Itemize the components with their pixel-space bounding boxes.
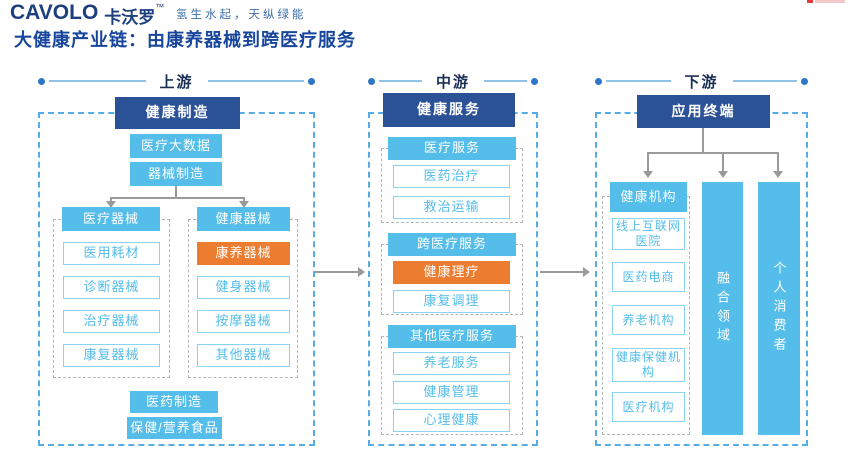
node-diagnostic-devices: 诊断器械 xyxy=(63,276,160,299)
node-elderly-services: 养老服务 xyxy=(393,352,510,375)
connector-line xyxy=(777,152,779,172)
node-health-food: 保健/营养食品 xyxy=(127,417,222,439)
node-medical-big-data: 医疗大数据 xyxy=(130,134,222,158)
connector-line xyxy=(315,271,358,273)
corner-mark xyxy=(807,0,845,3)
midstream-label-row: 中游 xyxy=(368,73,539,91)
node-online-hospital: 线上互联网医院 xyxy=(612,218,685,250)
connector-line xyxy=(243,197,245,203)
connector-line xyxy=(110,197,112,203)
tagline: 氢生水起，天纵绿能 xyxy=(176,9,307,21)
divider xyxy=(732,80,798,82)
arrow-down-icon xyxy=(239,201,249,208)
dot-icon xyxy=(801,77,809,85)
downstream-header: 应用终端 xyxy=(637,95,770,128)
dot-icon xyxy=(368,77,375,85)
midstream-header: 健康服务 xyxy=(383,93,515,127)
dot-icon xyxy=(531,77,539,85)
dot-icon xyxy=(595,77,602,85)
upstream-label: 上游 xyxy=(159,73,194,91)
arrow-right-icon xyxy=(358,267,365,277)
node-health-management: 健康管理 xyxy=(393,381,510,404)
upstream-header: 健康制造 xyxy=(115,97,240,129)
divider xyxy=(606,80,671,82)
node-fitness-devices: 健身器械 xyxy=(197,276,290,299)
bar-integrated-fields-label: 融合领域 xyxy=(715,270,730,347)
connector-line xyxy=(110,197,245,199)
upstream-label-row: 上游 xyxy=(38,73,316,91)
dot-icon xyxy=(38,77,45,85)
node-treatment-devices: 治疗器械 xyxy=(63,310,160,333)
downstream-label: 下游 xyxy=(684,73,719,91)
node-device-manufacturing: 器械制造 xyxy=(130,162,222,186)
upstream-right-header: 健康器械 xyxy=(197,207,290,231)
group-medical-services-header: 医疗服务 xyxy=(388,137,516,160)
connector-line xyxy=(175,186,177,197)
node-rehab-devices: 康复器械 xyxy=(63,344,160,367)
arrow-down-icon xyxy=(643,171,653,178)
node-medical-institutions: 医疗机构 xyxy=(612,392,685,422)
org-header: 健康机构 xyxy=(610,182,687,212)
bar-individual-consumers: 个人消费者 xyxy=(758,182,800,435)
node-pharma-ecommerce: 医药电商 xyxy=(612,262,685,292)
arrow-down-icon xyxy=(773,171,783,178)
divider xyxy=(49,80,146,82)
divider xyxy=(207,80,305,82)
arrow-down-icon xyxy=(718,171,728,178)
node-massage-devices: 按摩器械 xyxy=(197,310,290,333)
downstream-label-row: 下游 xyxy=(595,73,809,91)
node-health-therapy-highlight: 健康理疗 xyxy=(393,261,510,284)
node-elderly-institutions: 养老机构 xyxy=(612,305,685,335)
connector-line xyxy=(647,152,779,154)
divider xyxy=(379,80,422,82)
connector-line xyxy=(647,152,649,172)
node-mental-health: 心理健康 xyxy=(393,409,510,432)
node-medical-consumables: 医用耗材 xyxy=(63,242,160,265)
logo-wordmark: CAVOLO xyxy=(10,1,99,24)
node-medical-treatment: 医药治疗 xyxy=(393,165,510,188)
group-cross-medical-header: 跨医疗服务 xyxy=(388,233,516,256)
connector-line xyxy=(702,128,704,153)
arrow-down-icon xyxy=(106,201,116,208)
connector-line xyxy=(540,271,583,273)
dot-icon xyxy=(308,77,316,85)
midstream-label: 中游 xyxy=(436,73,471,91)
node-rehab-conditioning: 康复调理 xyxy=(393,290,510,313)
node-wellness-devices-highlight: 康养器械 xyxy=(197,242,290,265)
logo: CAVOLO 卡沃罗 ™ xyxy=(10,1,164,28)
bar-integrated-fields: 融合领域 xyxy=(702,182,743,435)
page-title: 大健康产业链：由康养器械到跨医疗服务 xyxy=(14,30,356,50)
arrow-right-icon xyxy=(583,267,590,277)
connector-line xyxy=(722,152,724,172)
logo-chinese: 卡沃罗 xyxy=(104,8,156,27)
bar-individual-consumers-label: 个人消费者 xyxy=(771,261,787,356)
node-pharma-manufacturing: 医药制造 xyxy=(130,391,218,413)
group-other-medical-header: 其他医疗服务 xyxy=(388,325,516,348)
trademark-symbol: ™ xyxy=(155,2,165,12)
node-other-devices: 其他器械 xyxy=(197,344,290,367)
upstream-left-header: 医疗器械 xyxy=(62,207,160,231)
node-healthcare-institutions: 健康保健机构 xyxy=(612,348,685,382)
divider xyxy=(484,80,528,82)
node-rescue-transport: 救治运输 xyxy=(393,196,510,219)
